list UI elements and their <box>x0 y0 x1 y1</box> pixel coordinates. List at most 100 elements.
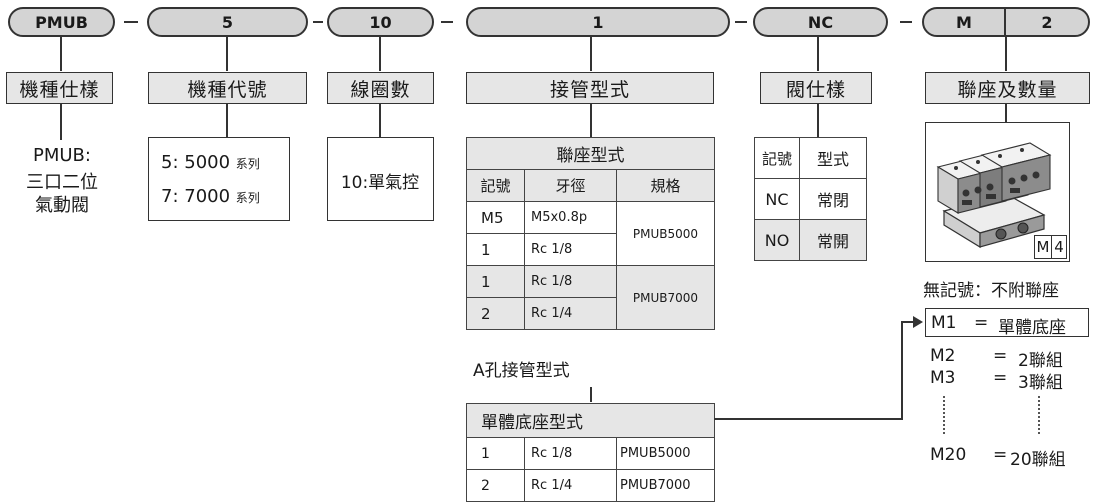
code-pill-valve: NC <box>753 7 888 37</box>
dash <box>313 21 323 23</box>
pill-divider <box>1004 9 1006 35</box>
image-tag: M 4 <box>1034 235 1067 259</box>
cell-type: 常閉 <box>799 178 867 220</box>
connector <box>817 104 819 137</box>
cell-thread: Rc 1/8 <box>524 233 617 266</box>
arrow-line <box>901 321 915 323</box>
cell-code: 1 <box>466 233 525 266</box>
table-header-row: 記號 型式 <box>754 137 867 179</box>
cell-code: 2 <box>466 297 525 330</box>
manifold-block-illustration <box>936 142 1052 249</box>
connector <box>590 387 592 402</box>
qty-desc: 單體底座 <box>998 318 1066 338</box>
model-code-suffix: 系列 <box>235 191 260 205</box>
qty-eq: = <box>993 346 1008 366</box>
code-pill-model: 5 <box>147 7 308 37</box>
port-a-label: A孔接管型式 <box>473 361 570 381</box>
qty-code: M1 <box>931 313 957 333</box>
manifold-code-right: 2 <box>1041 12 1053 32</box>
cell-spec: PMUB7000 <box>616 265 715 330</box>
table-row: 1 Rc 1/8 PMUB7000 <box>466 265 715 330</box>
cell-code: M5 <box>466 201 525 234</box>
dash <box>124 21 138 23</box>
qty-desc: 2聯組 <box>1018 351 1063 371</box>
cell-thread: Rc 1/4 <box>524 297 617 330</box>
col-header: 牙徑 <box>524 169 617 202</box>
model-code-box: 5: 5000 系列 7: 7000 系列 <box>148 137 290 221</box>
single-base-table: 單體底座型式 1 Rc 1/8 PMUB5000 2 Rc 1/4 PMUB70… <box>466 403 715 502</box>
model-line-2: 三口二位 <box>26 172 98 193</box>
connector <box>1005 104 1007 137</box>
arrow-line <box>714 418 903 420</box>
connector <box>60 104 62 140</box>
cell-thread: Rc 1/4 <box>524 469 617 502</box>
manifold-code-left: M <box>956 12 972 32</box>
dash <box>900 21 912 23</box>
cell-thread: Rc 1/8 <box>524 265 617 298</box>
model-code-value: 5: 5000 <box>161 152 231 173</box>
table-row: 1 Rc 1/8 PMUB5000 <box>466 437 715 470</box>
ellipsis-dots <box>943 396 945 434</box>
code-pill-manifold: M 2 <box>922 7 1090 37</box>
table-row: 2 Rc 1/4 PMUB7000 <box>466 469 715 502</box>
table-row: M5 M5x0.8p PMUB5000 <box>466 201 715 266</box>
connector <box>379 37 381 71</box>
qty-desc: 3聯組 <box>1018 373 1063 393</box>
model-code-item: 5: 5000 系列 <box>161 152 260 173</box>
qty-eq: = <box>993 445 1008 465</box>
qty-code: M20 <box>930 445 967 465</box>
col-header: 規格 <box>616 169 715 202</box>
no-mark-text: 無記號：不附聯座 <box>923 281 1059 301</box>
arrow-line <box>901 322 903 420</box>
cell-code: 1 <box>466 265 525 298</box>
code-pill-pipe: 1 <box>466 7 730 37</box>
image-tag-left: M <box>1035 236 1052 258</box>
header-coil-count: 線圈數 <box>327 72 434 104</box>
model-line-3: 氣動閥 <box>35 195 89 216</box>
qty-m1-box: M1 = 單體底座 <box>925 308 1089 338</box>
header-manifold-qty: 聯座及數量 <box>925 72 1090 104</box>
manifold-table-title: 聯座型式 <box>466 137 715 170</box>
coil-box: 10:單氣控 <box>327 137 434 221</box>
model-line-1: PMUB: <box>33 145 91 166</box>
table-title-row: 單體底座型式 <box>466 403 715 438</box>
header-model-code: 機種代號 <box>148 72 307 104</box>
connector <box>226 104 228 137</box>
cell-spec: PMUB5000 <box>616 201 715 266</box>
manifold-image-box: M 4 <box>925 122 1070 262</box>
table-row: NC 常閉 <box>754 178 867 220</box>
col-header: 記號 <box>754 137 800 179</box>
connector <box>379 104 381 137</box>
cell-code: NC <box>754 178 800 220</box>
model-code-value: 7: 7000 <box>161 186 231 207</box>
cell-code: NO <box>754 219 800 261</box>
cell-thread: M5x0.8p <box>524 201 617 234</box>
connector <box>590 104 592 137</box>
single-table-title: 單體底座型式 <box>466 403 715 438</box>
manifold-type-table: 聯座型式 記號 牙徑 規格 M5 M5x0.8p PMUB5000 1 Rc 1… <box>466 137 715 330</box>
connector <box>590 37 592 71</box>
valve-spec-table: 記號 型式 NC 常閉 NO 常開 <box>754 137 867 261</box>
cell-spec: PMUB7000 <box>616 469 715 502</box>
dash <box>735 21 747 23</box>
qty-code: M3 <box>930 368 956 388</box>
header-valve-spec: 閥仕樣 <box>760 72 872 104</box>
table-row: 2 Rc 1/4 <box>466 297 715 330</box>
arrow-head-icon <box>913 316 923 328</box>
qty-eq: = <box>993 368 1008 388</box>
code-pill-coil: 10 <box>327 7 434 37</box>
code-pill-series: PMUB <box>8 7 115 37</box>
cell-code: 2 <box>466 469 525 502</box>
cell-code: 1 <box>466 437 525 470</box>
model-code-item: 7: 7000 系列 <box>161 186 260 207</box>
connector <box>60 37 62 71</box>
connector <box>817 37 819 71</box>
qty-eq: = <box>974 313 989 333</box>
ellipsis-dots <box>1038 396 1040 434</box>
table-row: NO 常開 <box>754 219 867 261</box>
coil-text: 10:單氣控 <box>340 173 420 193</box>
cell-thread: Rc 1/8 <box>524 437 617 470</box>
dash <box>441 21 453 23</box>
qty-code: M2 <box>930 346 956 366</box>
